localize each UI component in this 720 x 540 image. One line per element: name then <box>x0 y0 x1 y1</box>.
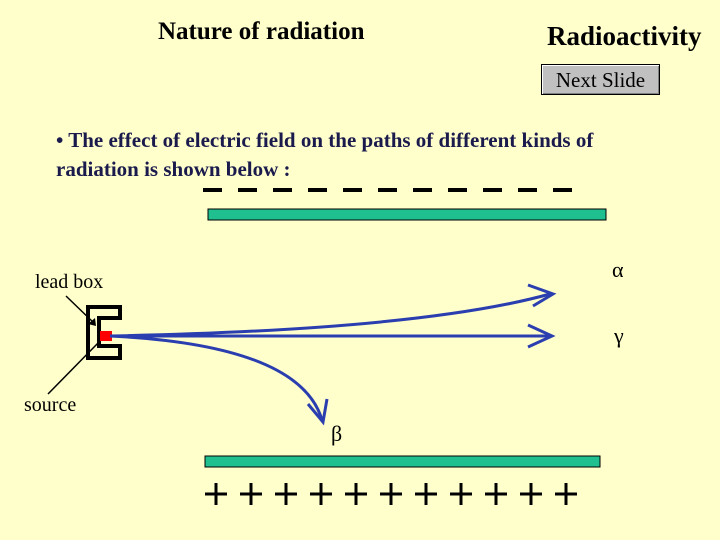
source-label: source <box>24 394 76 416</box>
lead-box-pointer <box>65 295 96 325</box>
beta-path <box>109 334 324 421</box>
bullet-icon: • <box>56 128 64 152</box>
source-pointer <box>47 340 101 395</box>
statement-line-1: The effect of electric field on the path… <box>68 128 594 152</box>
alpha-label: α <box>612 257 624 282</box>
alpha-path <box>109 292 551 338</box>
positive-charges <box>205 483 577 505</box>
negative-plate <box>207 208 607 221</box>
beta-arrowhead <box>306 398 329 426</box>
statement-text: • The effect of electric field on the pa… <box>56 126 696 184</box>
positive-plate <box>204 455 601 468</box>
lead-box-label: lead box <box>35 271 103 293</box>
nature-of-radiation-link[interactable]: Nature of radiation <box>158 18 365 45</box>
radioactive-source <box>100 331 112 341</box>
next-slide-button[interactable]: Next Slide <box>541 64 660 95</box>
gamma-label: γ <box>613 323 624 348</box>
statement-line-2: radiation is shown below : <box>56 157 291 181</box>
alpha-arrowhead <box>527 283 557 308</box>
gamma-arrowhead <box>527 323 556 349</box>
radioactivity-title: Radioactivity <box>547 21 702 51</box>
lead-box-pointer-head <box>88 318 96 326</box>
beta-label: β <box>331 421 342 446</box>
